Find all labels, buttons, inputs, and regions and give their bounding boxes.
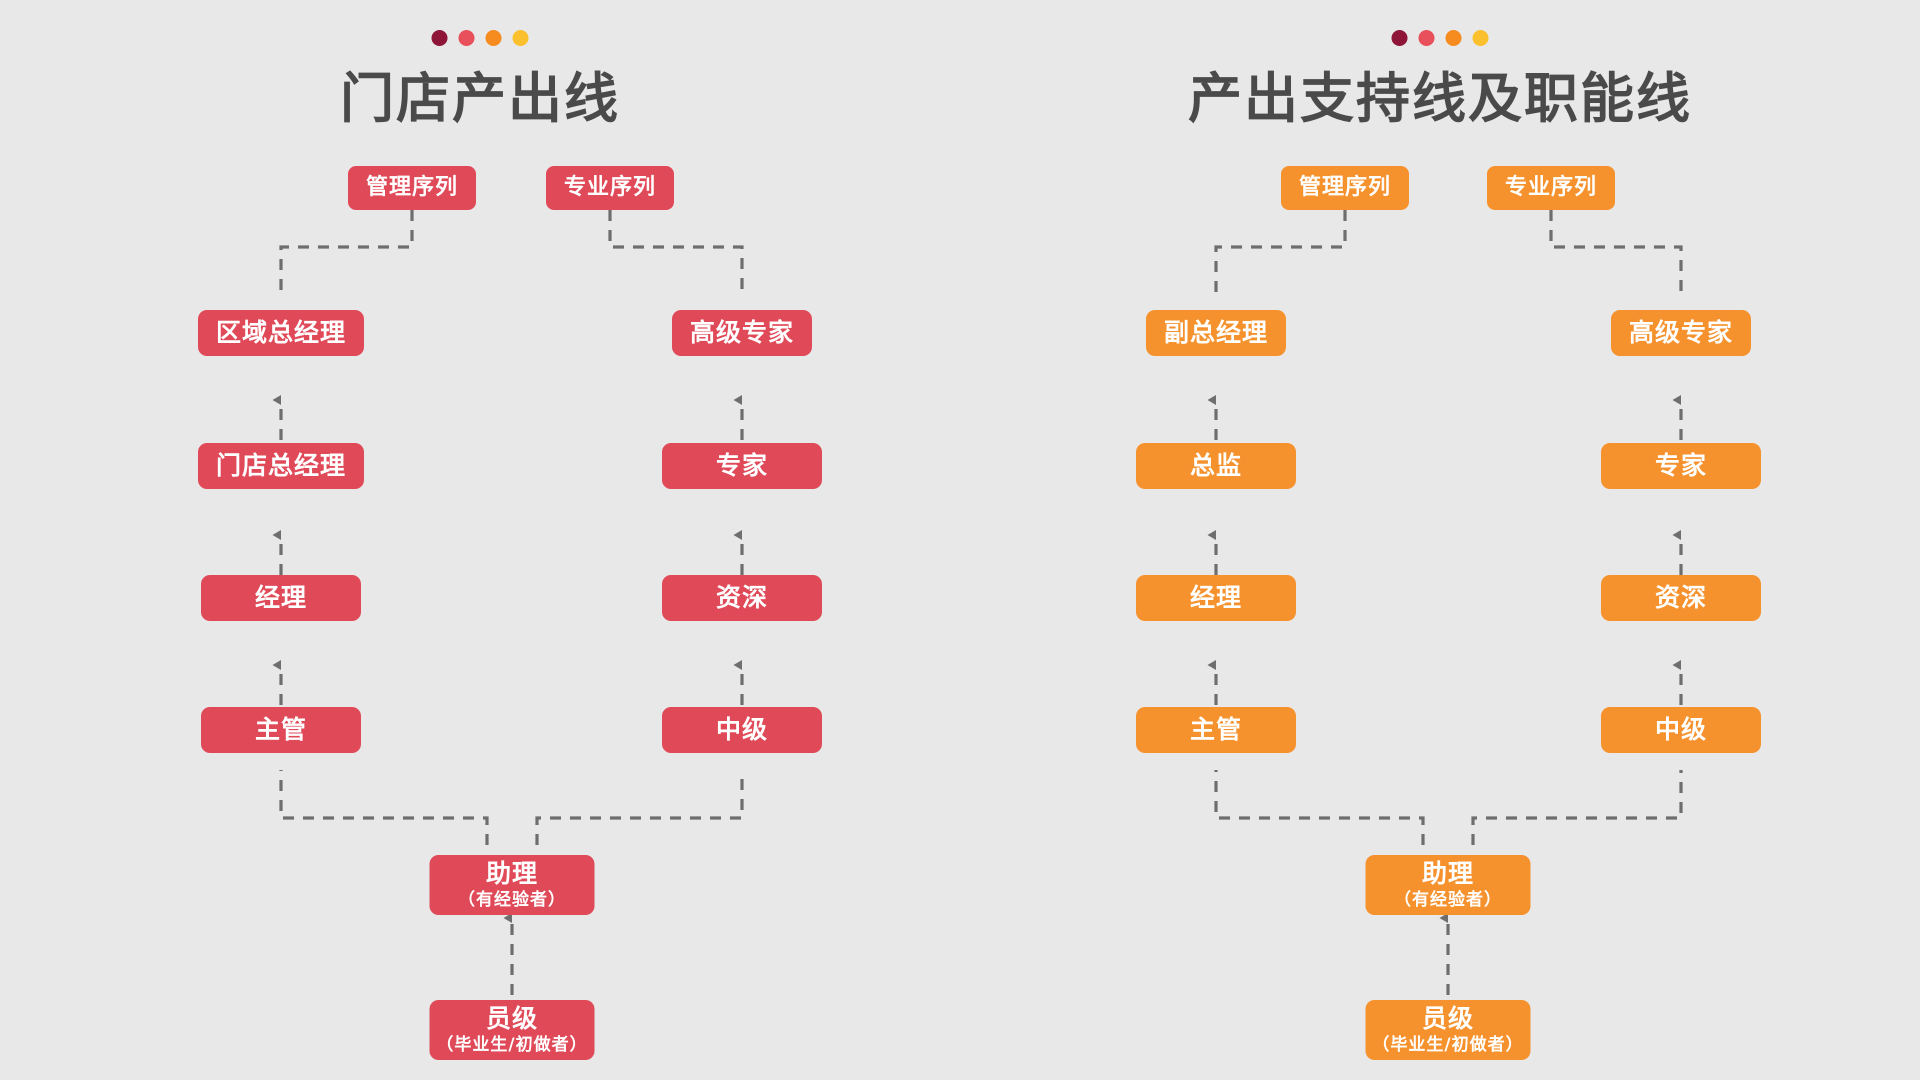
node-management-rank-4-right[interactable]: 总监 bbox=[1136, 443, 1296, 489]
node-management-rank-2-left[interactable]: 主管 bbox=[201, 707, 361, 753]
accent-dot-1 bbox=[1391, 30, 1408, 46]
node-management-rank-5-right[interactable]: 副总经理 bbox=[1145, 310, 1287, 356]
node-professional-rank-5-right[interactable]: 高级专家 bbox=[1610, 310, 1752, 356]
accent-dots-left bbox=[431, 30, 529, 46]
accent-dot-2 bbox=[1418, 30, 1435, 46]
accent-dot-4 bbox=[512, 30, 529, 46]
sequence-chip-professional-right[interactable]: 专业序列 bbox=[1486, 166, 1616, 210]
accent-dots-right bbox=[1391, 30, 1489, 46]
node-management-rank-2-right[interactable]: 主管 bbox=[1136, 707, 1296, 753]
node-management-rank-3-right[interactable]: 经理 bbox=[1136, 575, 1296, 621]
node-professional-rank-3-left[interactable]: 资深 bbox=[662, 575, 822, 621]
node-assistant-right[interactable]: 助理 （有经验者） bbox=[1365, 855, 1531, 915]
panel-support-and-function-line: 产出支持线及职能线 管理序列 专业序列 副总经理 总监 bbox=[960, 0, 1920, 1080]
node-staff-left[interactable]: 员级 （毕业生/初做者） bbox=[429, 1000, 595, 1060]
accent-dot-4 bbox=[1472, 30, 1489, 46]
accent-dot-2 bbox=[458, 30, 475, 46]
node-professional-rank-2-left[interactable]: 中级 bbox=[662, 707, 822, 753]
accent-dot-3 bbox=[485, 30, 502, 46]
page-title-right: 产出支持线及职能线 bbox=[1188, 67, 1692, 130]
node-professional-rank-4-right[interactable]: 专家 bbox=[1601, 443, 1761, 489]
node-professional-rank-5-left[interactable]: 高级专家 bbox=[671, 310, 813, 356]
node-professional-rank-3-right[interactable]: 资深 bbox=[1601, 575, 1761, 621]
accent-dot-1 bbox=[431, 30, 448, 46]
sequence-chip-professional-left[interactable]: 专业序列 bbox=[545, 166, 675, 210]
node-assistant-left[interactable]: 助理 （有经验者） bbox=[429, 855, 595, 915]
accent-dot-3 bbox=[1445, 30, 1462, 46]
panel-store-output-line: 门店产出线 管理序列 bbox=[197, 30, 822, 1060]
node-professional-rank-4-left[interactable]: 专家 bbox=[662, 443, 822, 489]
sequence-chip-management-right[interactable]: 管理序列 bbox=[1280, 166, 1410, 210]
connector-layer-left bbox=[272, 210, 744, 995]
page-title-left: 门店产出线 bbox=[340, 67, 620, 130]
connector-layer-right bbox=[1207, 210, 1683, 995]
sequence-chip-management-left[interactable]: 管理序列 bbox=[347, 166, 477, 210]
node-management-rank-5-left[interactable]: 区域总经理 bbox=[197, 310, 365, 356]
node-management-rank-3-left[interactable]: 经理 bbox=[201, 575, 361, 621]
node-professional-rank-2-right[interactable]: 中级 bbox=[1601, 707, 1761, 753]
node-staff-right[interactable]: 员级 （毕业生/初做者） bbox=[1365, 1000, 1531, 1060]
node-management-rank-4-left[interactable]: 门店总经理 bbox=[197, 443, 365, 489]
